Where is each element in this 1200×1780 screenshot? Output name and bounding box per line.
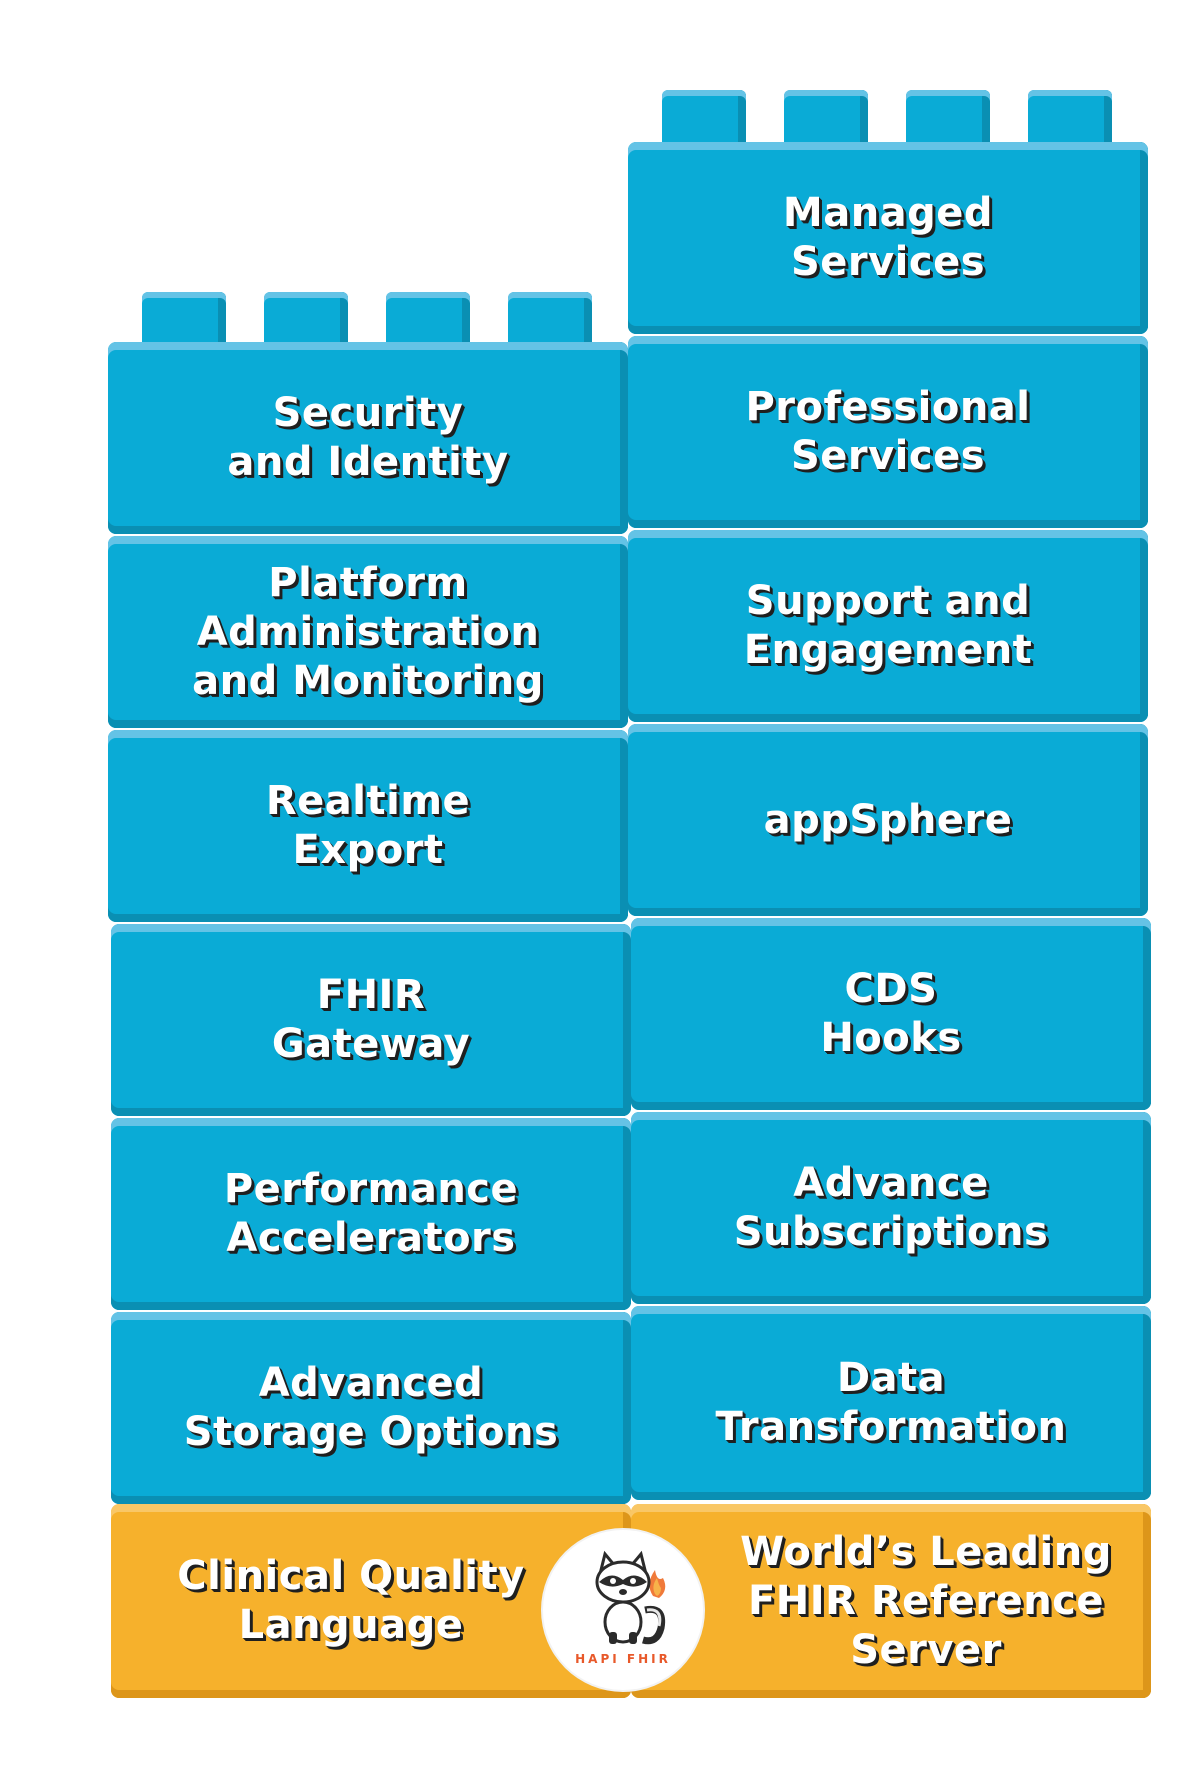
brick-security-and-identity: Security and Identity bbox=[108, 342, 628, 534]
brick-fhir-reference-server: World’s Leading FHIR Reference Server bbox=[631, 1504, 1151, 1698]
brick-performance-accelerators: Performance Accelerators bbox=[111, 1118, 631, 1310]
brick-managed-services: Managed Services bbox=[628, 142, 1148, 334]
brick-label: Advance Subscriptions bbox=[733, 1160, 1049, 1255]
brick-label: Platform Administration and Monitoring bbox=[192, 559, 544, 704]
left-stud-4 bbox=[508, 292, 592, 346]
hapi-fhir-logo: HAPI FHIR bbox=[543, 1530, 703, 1690]
brick-label: Advanced Storage Options bbox=[183, 1360, 559, 1455]
brick-label: Realtime Export bbox=[265, 778, 471, 873]
brick-cds-hooks: CDS Hooks bbox=[631, 918, 1151, 1110]
brick-label: appSphere bbox=[763, 796, 1013, 843]
brick-advanced-storage-options: Advanced Storage Options bbox=[111, 1312, 631, 1504]
brick-label: Clinical Quality Language bbox=[177, 1553, 525, 1648]
brick-label: World’s Leading FHIR Reference Server bbox=[740, 1528, 1112, 1673]
right-stud-3 bbox=[906, 90, 990, 144]
brick-label: Managed Services bbox=[782, 190, 994, 285]
brick-label: Professional Services bbox=[745, 384, 1031, 479]
brick-label: Performance Accelerators bbox=[223, 1166, 519, 1261]
brick-label: Security and Identity bbox=[227, 390, 509, 485]
brick-label: FHIR Gateway bbox=[271, 972, 471, 1067]
left-stud-1 bbox=[142, 292, 226, 346]
left-stud-2 bbox=[264, 292, 348, 346]
right-stud-4 bbox=[1028, 90, 1112, 144]
brick-label: Support and Engagement bbox=[743, 578, 1033, 673]
brick-data-transformation: Data Transformation bbox=[631, 1306, 1151, 1500]
brick-fhir-gateway: FHIR Gateway bbox=[111, 924, 631, 1116]
right-stud-2 bbox=[784, 90, 868, 144]
left-stud-3 bbox=[386, 292, 470, 346]
raccoon-mascot-icon bbox=[595, 1550, 666, 1645]
brick-label: CDS Hooks bbox=[820, 966, 962, 1061]
brick-advance-subscriptions: Advance Subscriptions bbox=[631, 1112, 1151, 1304]
brick-label: Data Transformation bbox=[715, 1355, 1067, 1450]
logo-wordmark: HAPI FHIR bbox=[575, 1652, 671, 1666]
brick-appsphere: appSphere bbox=[628, 724, 1148, 916]
right-stud-1 bbox=[662, 90, 746, 144]
brick-realtime-export: Realtime Export bbox=[108, 730, 628, 922]
brick-professional-services: Professional Services bbox=[628, 336, 1148, 528]
brick-support-and-engagement: Support and Engagement bbox=[628, 530, 1148, 722]
brick-platform-administration: Platform Administration and Monitoring bbox=[108, 536, 628, 728]
